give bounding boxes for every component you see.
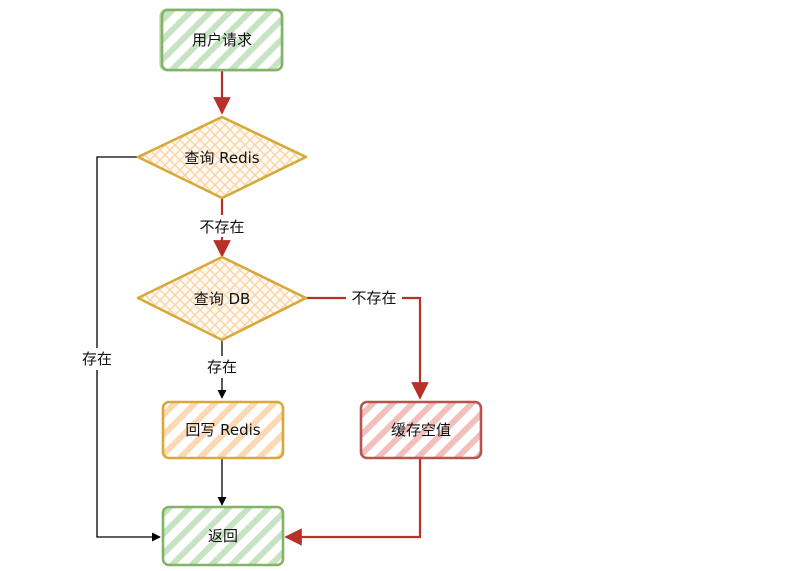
edge-label-redis-not-exist: 不存在 <box>199 218 244 236</box>
edge-redis-to-return <box>96 156 161 542</box>
edge-label-db-not-exist: 不存在 <box>351 289 396 307</box>
edge-cache-empty-to-return <box>284 458 422 546</box>
node-cache-empty[interactable]: 缓存空值 <box>359 400 483 460</box>
node-user-request[interactable]: 用户请求 <box>159 8 284 72</box>
node-query-db[interactable]: 查询 DB <box>136 255 308 342</box>
node-cache-empty-label: 缓存空值 <box>391 421 451 439</box>
node-query-redis-label: 查询 Redis <box>184 149 259 167</box>
edge-db-to-cache-empty <box>306 296 429 400</box>
node-user-request-label: 用户请求 <box>192 31 252 49</box>
node-return[interactable]: 返回 <box>161 505 285 567</box>
node-return-label: 返回 <box>208 527 238 545</box>
node-query-redis[interactable]: 查询 Redis <box>136 115 308 200</box>
edge-label-db-exist: 存在 <box>207 358 237 376</box>
edge-label-redis-exist: 存在 <box>82 350 112 368</box>
node-write-back-redis[interactable]: 回写 Redis <box>161 400 285 460</box>
node-write-back-redis-label: 回写 Redis <box>185 421 260 439</box>
node-query-db-label: 查询 DB <box>194 290 251 308</box>
edge-labels: 不存在 不存在 存在 存在 <box>76 215 402 378</box>
